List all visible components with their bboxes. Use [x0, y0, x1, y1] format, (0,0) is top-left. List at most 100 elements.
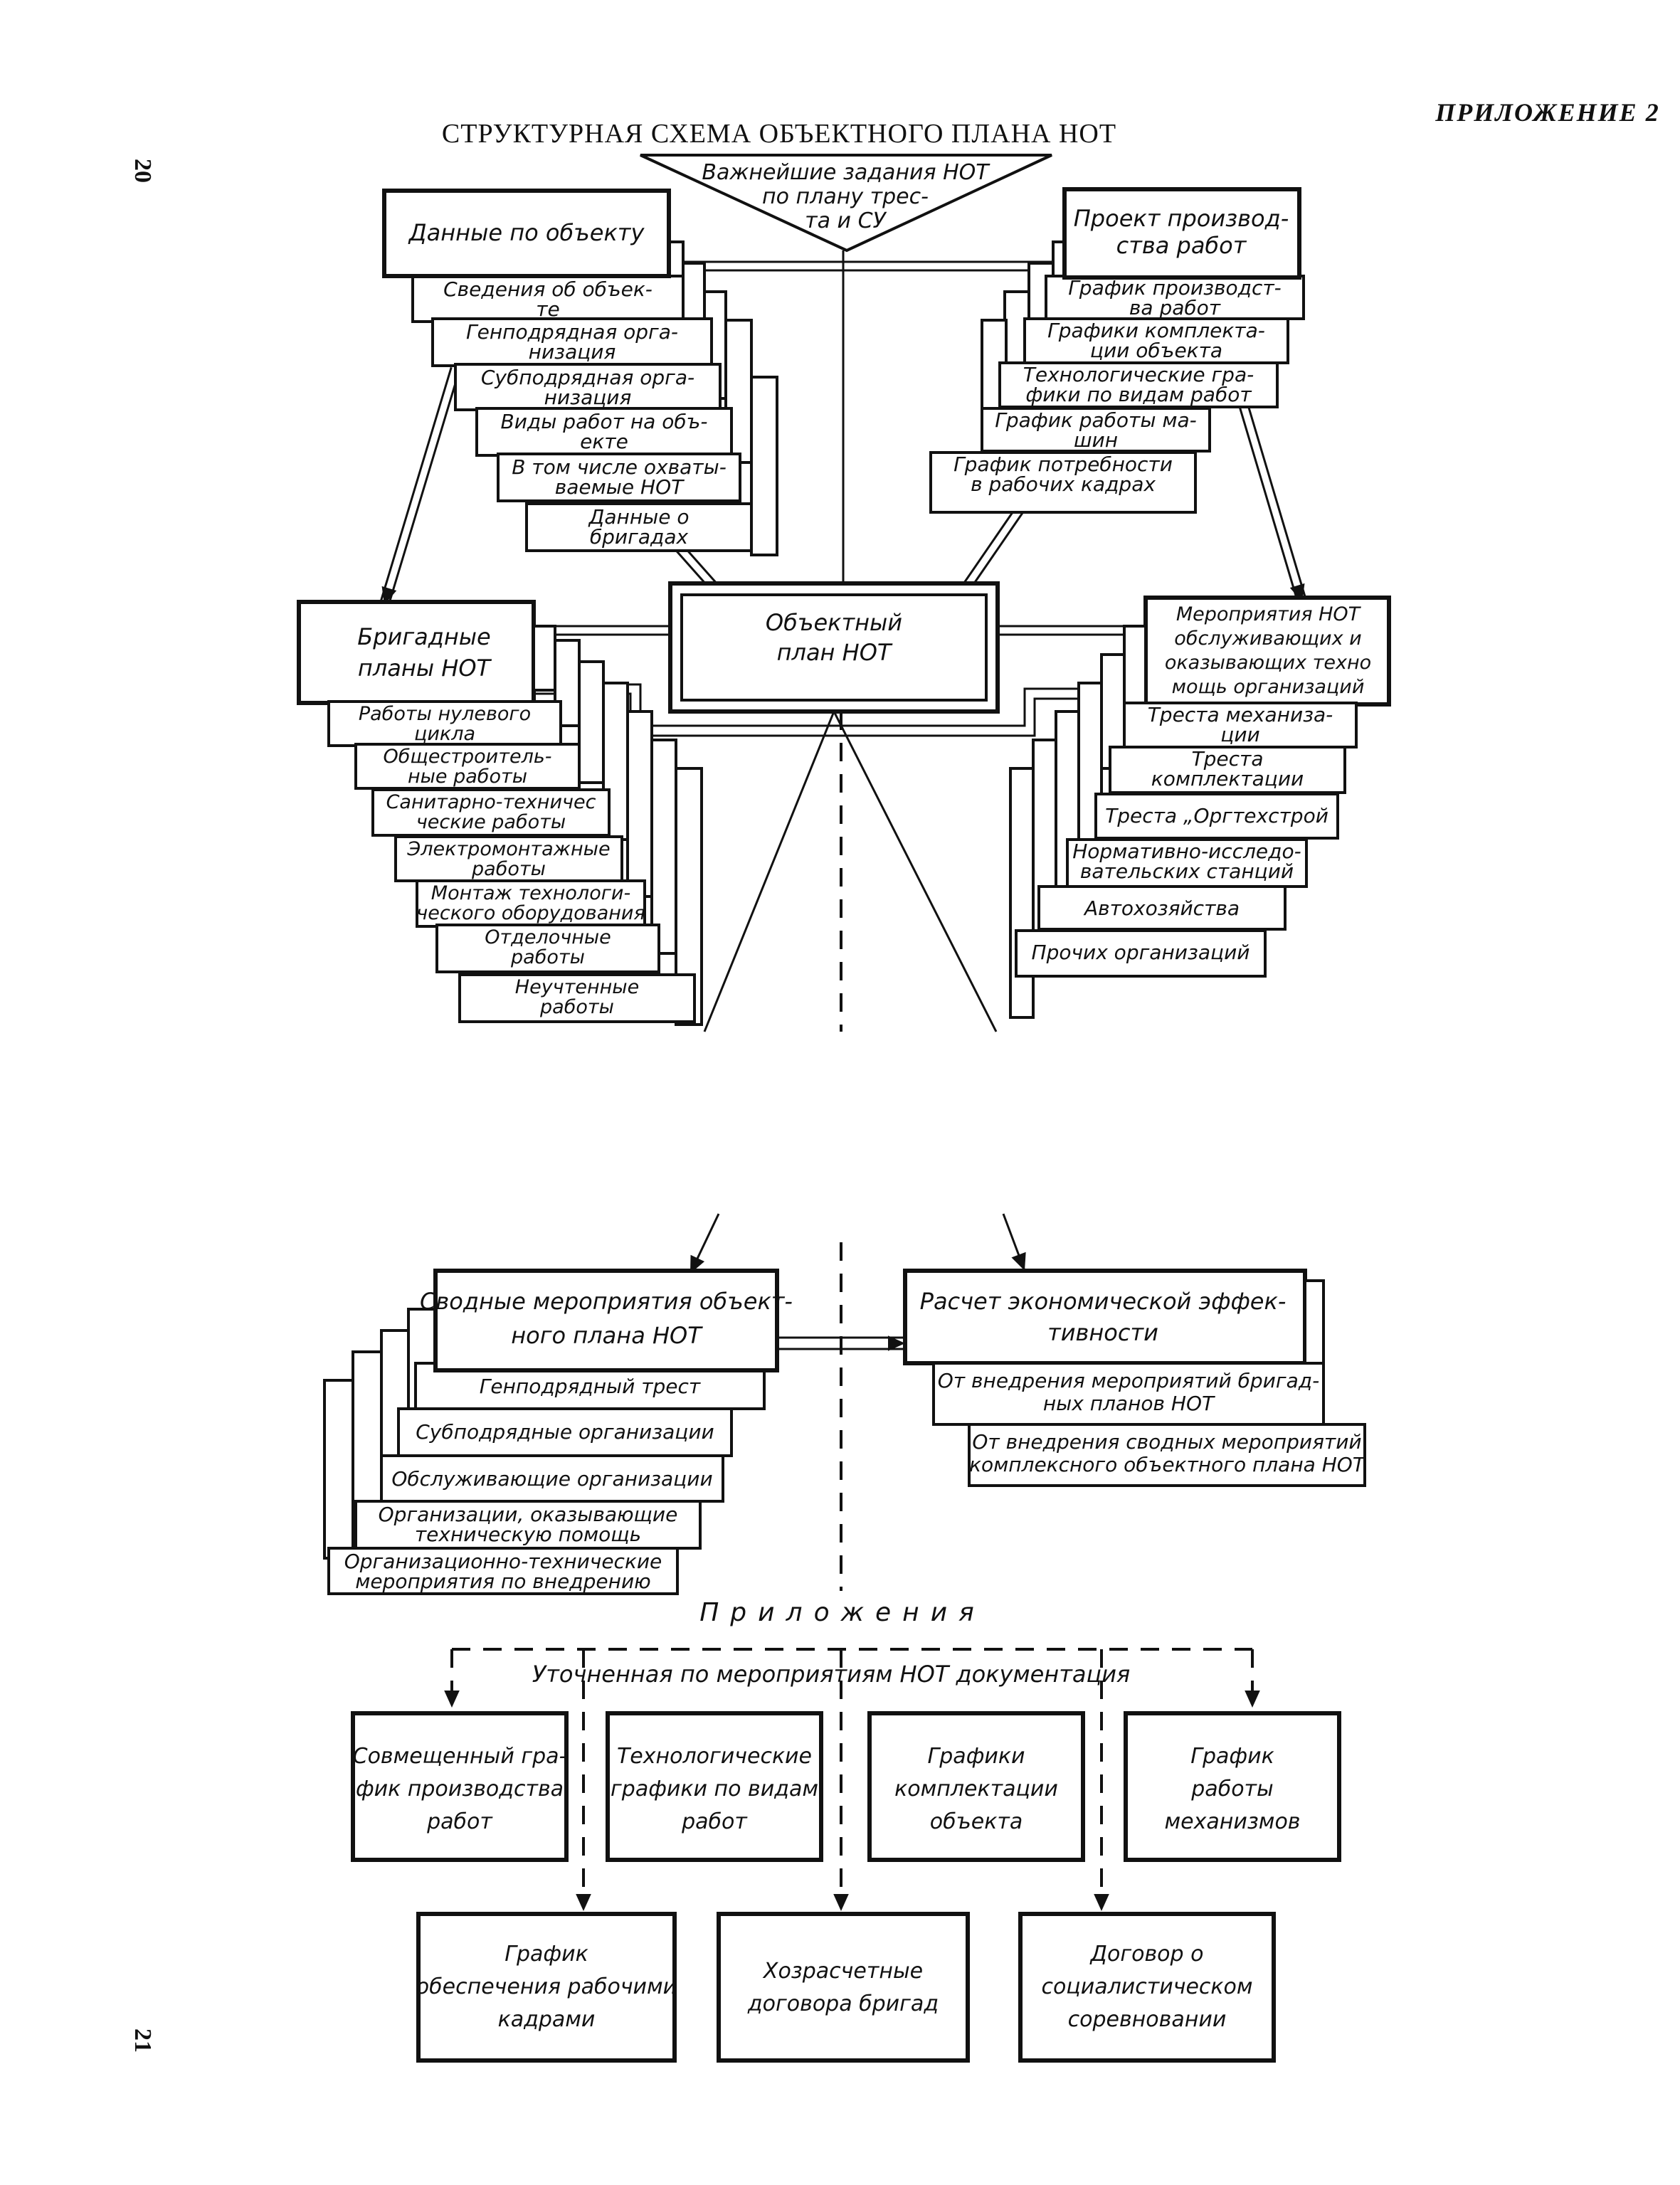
appendix-label: ПРИЛОЖЕНИЕ 2 — [1435, 98, 1659, 127]
appendix-row1-label: комплектации — [894, 1777, 1058, 1802]
appendix-row1-label: объекта — [930, 1809, 1023, 1834]
appendix-row1-label: Совмещенный гра- — [353, 1744, 567, 1769]
project-item-box — [929, 451, 1197, 514]
brigade-item-label: ческого оборудования — [416, 902, 645, 924]
center-title: Объектный — [766, 609, 902, 636]
appendix-row2-label: соревновании — [1068, 2007, 1227, 2032]
appendix-row2-label: График — [504, 1942, 588, 1967]
economic-item-box — [932, 1362, 1325, 1426]
summary-title: Сводные мероприятия объект- — [420, 1288, 793, 1315]
object-data-item-box — [525, 502, 753, 552]
project-item-label: ва работ — [1129, 296, 1221, 319]
service-item-label: Нормативно-исследо- — [1072, 840, 1301, 863]
brigade-item-label: ческие работы — [416, 811, 566, 833]
stack-plate-bl — [626, 710, 653, 898]
project-item-label: График производст- — [1068, 276, 1282, 300]
object-data-item-label: те — [536, 297, 560, 321]
service-item-box — [1066, 838, 1308, 888]
arrow-objdata-to-brigade-b — [387, 369, 461, 607]
stack-plate-bl — [650, 739, 677, 955]
brigade-title: Бригадные — [357, 623, 490, 650]
stack-plate-bl — [532, 625, 556, 692]
brigade-item-box — [394, 835, 623, 882]
appendix-row1-label: фик производства — [356, 1777, 564, 1802]
service-item-label: Автохозяйства — [1083, 896, 1240, 920]
object-data-item-label: Данные о — [587, 505, 689, 529]
object-data-item-label: низация — [529, 340, 616, 364]
project-title-box — [1062, 187, 1301, 280]
brigade-item-box — [435, 924, 660, 973]
brigade-item-label: цикла — [414, 723, 475, 745]
appendix-row1-box — [1124, 1711, 1341, 1862]
brigade-item-label: Санитарно-техничес — [386, 791, 596, 813]
object-data-item-label: Генподрядная орга- — [466, 320, 678, 344]
refined-doc-label: Уточненная по мероприятиям НОТ документа… — [532, 1661, 1131, 1688]
appendix-row1-label: Графики — [928, 1744, 1025, 1769]
economic-title: тивности — [1047, 1319, 1158, 1346]
appendices-drop-3-head — [576, 1894, 591, 1911]
service-item-label: Треста механиза- — [1148, 703, 1333, 726]
object-data-item-box — [475, 407, 733, 457]
appendix-row1-box — [351, 1711, 569, 1862]
object-data-title: Данные по объекту — [408, 219, 645, 246]
brigade-item-label: ные работы — [408, 766, 527, 788]
diagram-title: СТРУКТУРНАЯ СХЕМА ОБЪЕКТНОГО ПЛАНА НОТ — [442, 119, 1116, 149]
appendices-title: Приложения — [699, 1598, 986, 1627]
diverge-left — [703, 711, 835, 1032]
brigade-item-label: работы — [471, 858, 546, 880]
appendices-drop-2-head — [1245, 1691, 1260, 1708]
summary-item-label: Генподрядный трест — [480, 1375, 701, 1398]
brigade-item-label: работы — [539, 996, 614, 1018]
economic-item-box — [968, 1423, 1366, 1487]
service-item-label: Треста — [1192, 747, 1264, 771]
brigade-item-label: Монтаж технологи- — [431, 882, 630, 904]
appendix-row2-box — [717, 1912, 970, 2063]
appendix-row1-label: работ — [681, 1809, 748, 1834]
appendix-row2-label: обеспечения рабочими — [416, 1974, 677, 1999]
project-item-label: ции объекта — [1090, 339, 1222, 362]
appendices-drop-5-head — [1094, 1894, 1109, 1911]
object-data-item-label: Виды работ на объ- — [501, 410, 708, 433]
center-title: план НОТ — [777, 639, 893, 666]
brigade-item-box — [416, 879, 646, 928]
project-item-label: шин — [1074, 428, 1118, 452]
appendices-drop-1-head — [444, 1691, 460, 1708]
object-data-item-label: В том числе охваты- — [512, 455, 727, 479]
brigade-item-label: Электромонтажные — [406, 838, 610, 860]
economic-item-label: ных планов НОТ — [1043, 1392, 1215, 1415]
arrow-summary-to-economic-head — [888, 1335, 905, 1351]
appendix-row2-label: договора бригад — [747, 1991, 939, 2016]
appendix-row2-box — [416, 1912, 677, 2063]
economic-item-label: От внедрения сводных мероприятий — [972, 1430, 1361, 1454]
summary-item-label: Обслуживающие организации — [391, 1467, 712, 1491]
appendix-row1-box — [867, 1711, 1085, 1862]
service-item-label: вательских станций — [1080, 859, 1294, 883]
project-item-box — [981, 407, 1211, 453]
project-title: Проект производ- — [1074, 205, 1289, 232]
appendix-row2-label: Договор о — [1089, 1942, 1204, 1967]
summary-item-box — [327, 1547, 679, 1595]
brigade-item-label: Работы нулевого — [359, 703, 531, 725]
appendix-row1-label: графики по видам — [611, 1777, 818, 1802]
center-inner-box — [680, 593, 988, 702]
summary-item-label: Организационно-технические — [344, 1550, 662, 1573]
project-item-label: График потребности — [953, 453, 1173, 476]
brigade-title-box — [297, 600, 536, 705]
object-data-item-label: бригадах — [590, 525, 689, 549]
appendix-row1-label: работы — [1190, 1777, 1273, 1802]
page-number-bottom: 21 — [130, 2028, 156, 2053]
project-item-label: График работы ма- — [995, 408, 1197, 432]
project-item-label: Технологические гра- — [1023, 363, 1254, 386]
arrow-objdata-to-brigade-a — [379, 366, 453, 604]
summary-item-label: Субподрядные организации — [416, 1420, 714, 1444]
brigade-item-label: Общестроитель- — [384, 746, 552, 768]
stack-plate-br — [1123, 625, 1147, 706]
service-item-label: Треста „Оргтехстрой — [1105, 804, 1328, 827]
summary-item-label: мероприятия по внедрению — [355, 1570, 650, 1593]
service-title: мощь организаций — [1172, 676, 1365, 698]
service-item-box — [1123, 702, 1358, 748]
diverge-right — [833, 711, 998, 1032]
